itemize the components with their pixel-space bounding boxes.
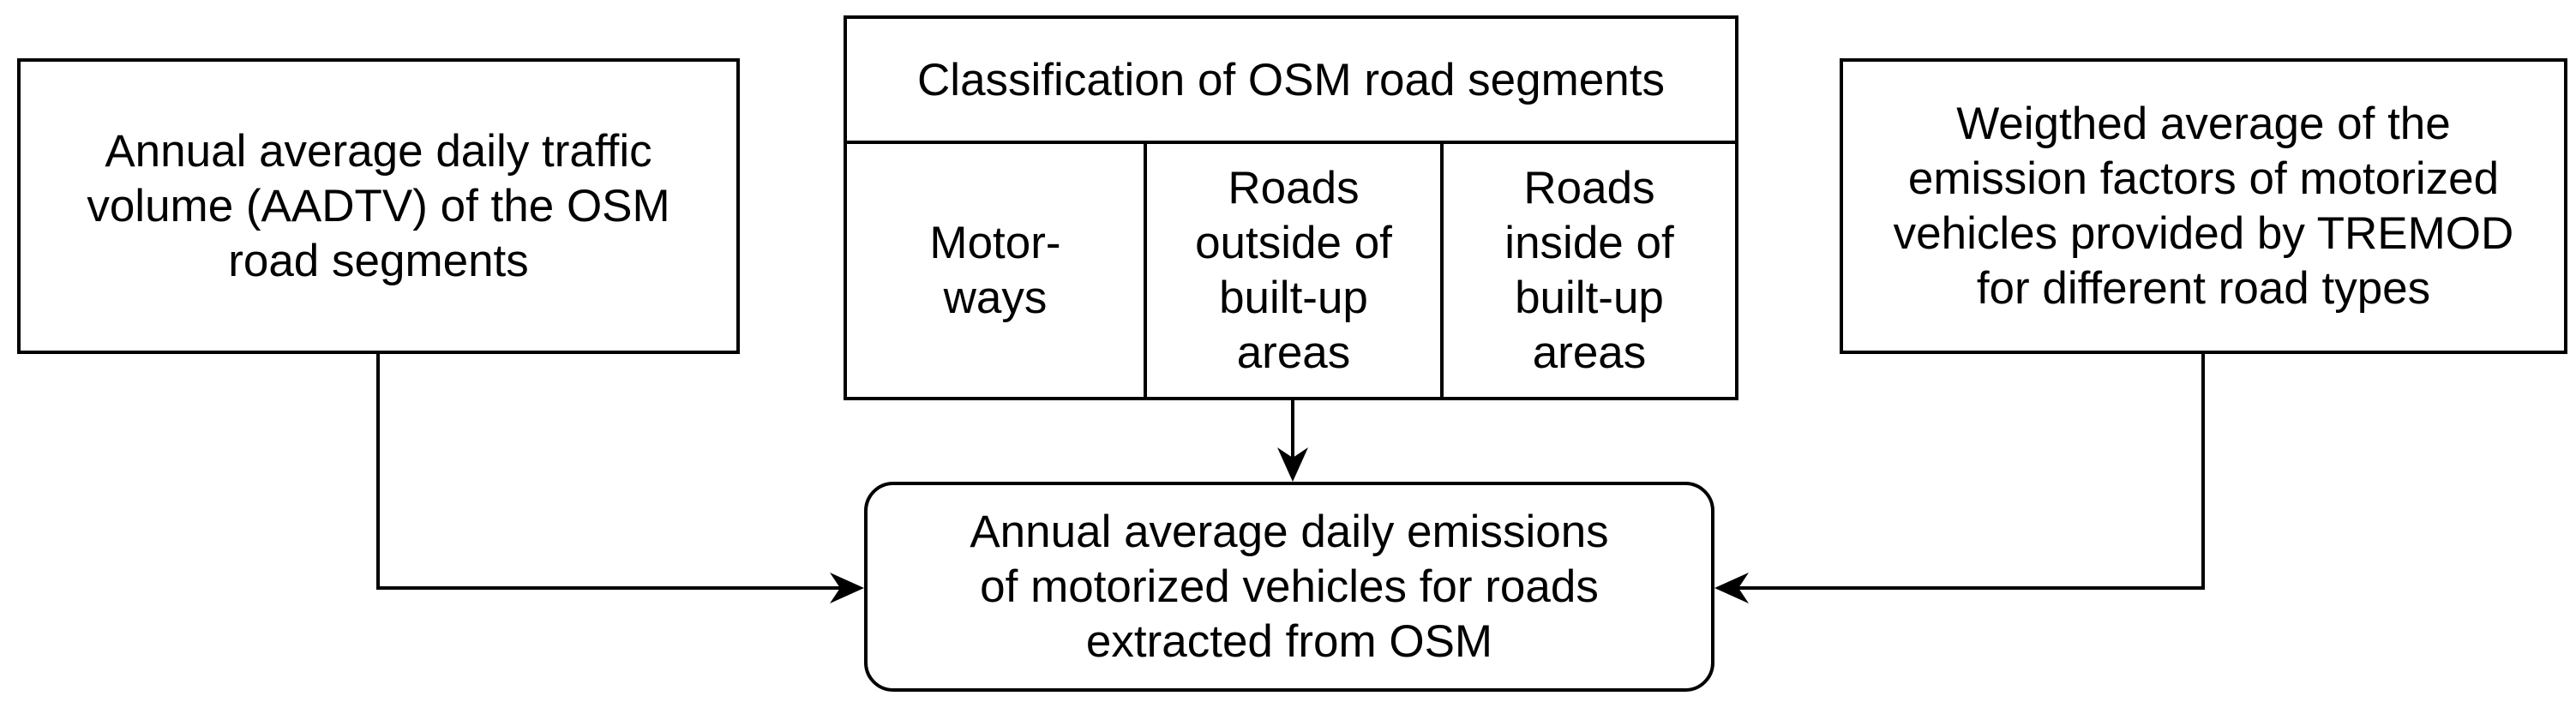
- result-box: Annual average daily emissions of motori…: [864, 482, 1714, 692]
- emission-factors-text: Weigthed average of the emission factors…: [1893, 98, 2514, 314]
- aadtv-text: Annual average daily traffic volume (AAD…: [87, 125, 670, 286]
- classification-categories: Motor- ways Roads outside of built-up ar…: [847, 144, 1735, 397]
- arrow-factors-to-result: [1738, 354, 2205, 590]
- arrowhead-right-input: [1714, 573, 1749, 603]
- category-roads-inside-built-up: Roads inside of built-up areas: [1440, 144, 1735, 397]
- category-roads-outside-built-up: Roads outside of built-up areas: [1144, 144, 1440, 397]
- arrowhead-top-input: [1277, 447, 1308, 482]
- category-motorways: Motor- ways: [929, 217, 1061, 323]
- emission-factors-box: Weigthed average of the emission factors…: [1840, 58, 2567, 354]
- arrow-aadtv-to-result: [376, 354, 840, 590]
- aadtv-box: Annual average daily traffic volume (AAD…: [17, 58, 740, 354]
- classification-title: Classification of OSM road segments: [847, 19, 1735, 144]
- result-text: Annual average daily emissions of motori…: [970, 506, 1609, 667]
- arrowhead-left-input: [830, 573, 864, 603]
- classification-table: Classification of OSM road segments Moto…: [844, 15, 1738, 400]
